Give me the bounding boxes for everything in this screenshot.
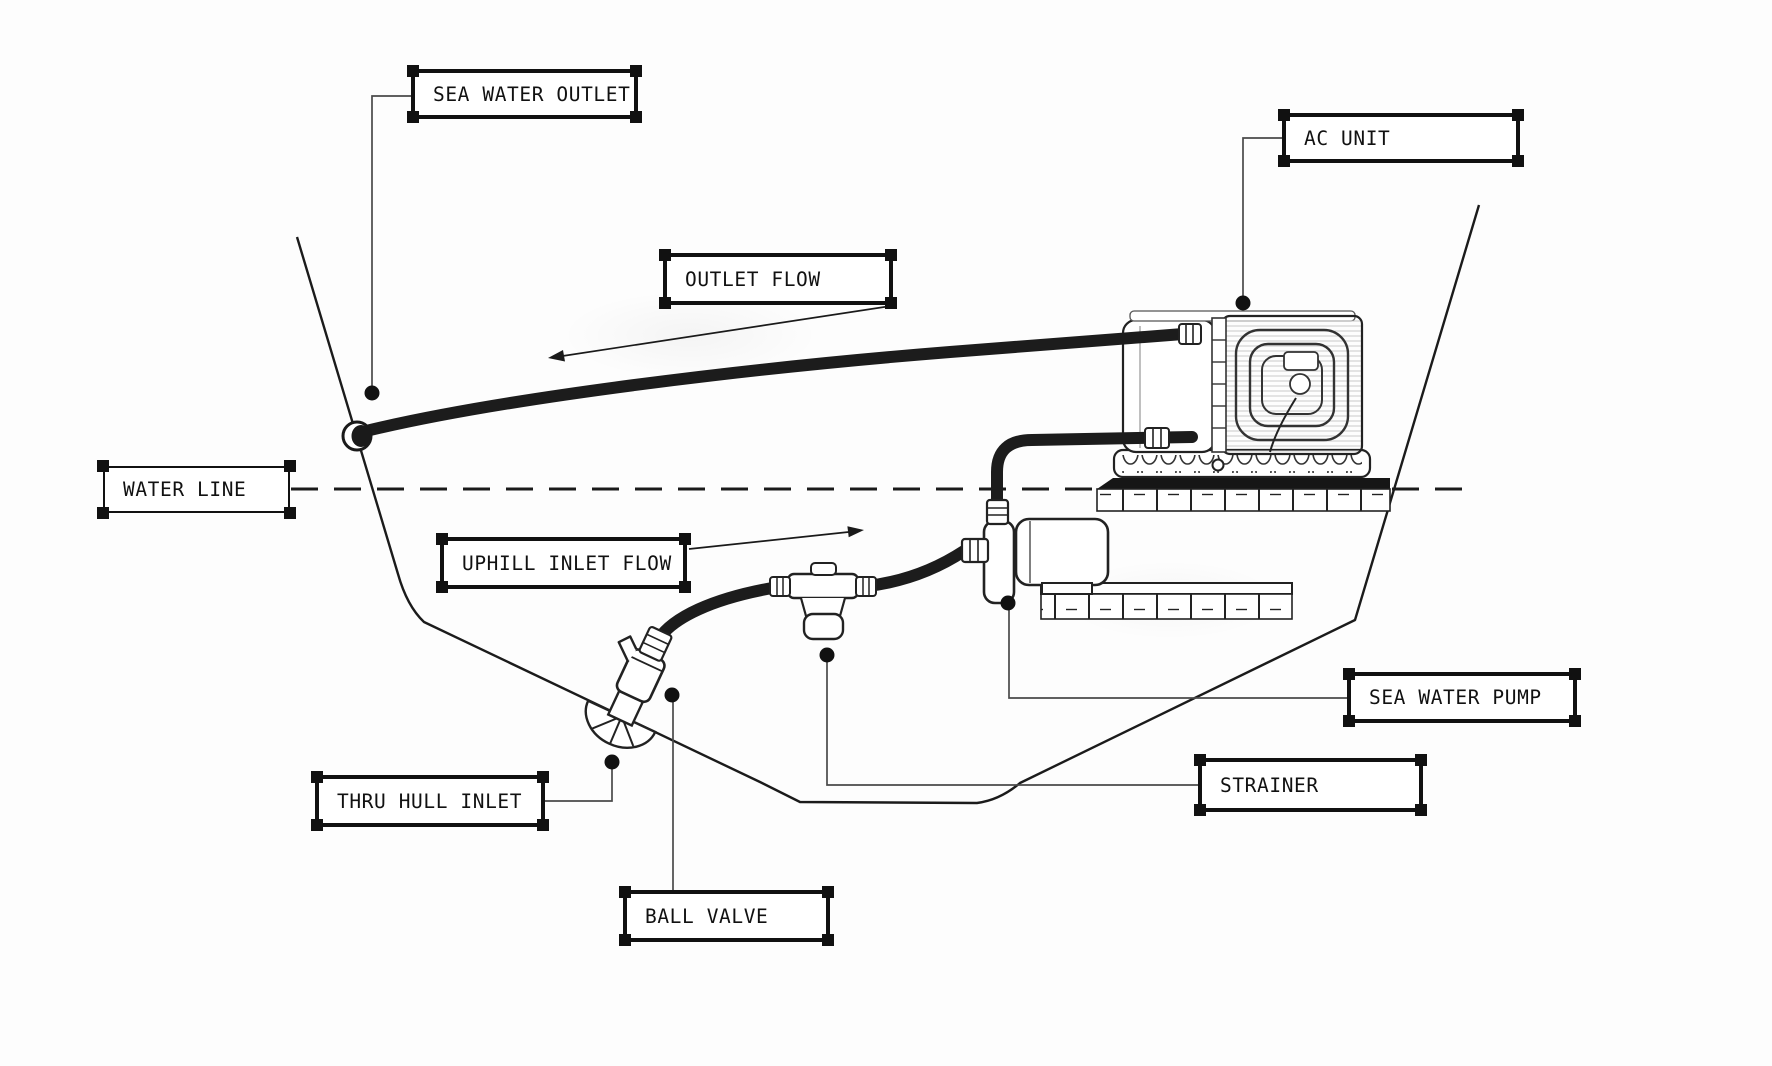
label-strainer: STRAINER — [1194, 754, 1427, 816]
corner-handle — [1415, 754, 1427, 766]
corner-handle — [284, 507, 296, 519]
leader-sea-water-outlet — [371, 95, 411, 390]
corner-handle — [679, 533, 691, 545]
corner-handle — [659, 297, 671, 309]
corner-handle — [311, 771, 323, 783]
corner-handle — [822, 934, 834, 946]
leader-dot — [1235, 295, 1251, 311]
corner-handle — [630, 111, 642, 123]
corner-handle — [407, 111, 419, 123]
corner-handle — [1194, 754, 1206, 766]
corner-handle — [1569, 668, 1581, 680]
corner-handle — [619, 886, 631, 898]
corner-handle — [1343, 668, 1355, 680]
label-text: THRU HULL INLET — [337, 789, 523, 813]
hose-strainer-to-pump — [862, 545, 970, 592]
corner-handle — [407, 65, 419, 77]
corner-handle — [1278, 155, 1290, 167]
hose-collar-pump-to-ac — [1144, 427, 1170, 449]
corner-handle — [1194, 804, 1206, 816]
corner-handle — [619, 934, 631, 946]
label-text: UPHILL INLET FLOW — [462, 551, 672, 575]
ac-platform-shelf — [1096, 478, 1391, 512]
pump-platform-shelf — [1040, 582, 1293, 620]
corner-handle — [436, 581, 448, 593]
leader-strainer — [826, 659, 1198, 786]
leader-dots — [364, 295, 1251, 770]
leader-lines — [371, 95, 1347, 890]
thru-hull-scoop-drawing — [584, 699, 657, 749]
label-thru-hull-inlet: THRU HULL INLET — [311, 771, 549, 831]
corner-handle — [284, 460, 296, 472]
label-text: STRAINER — [1220, 773, 1319, 797]
leader-dot — [364, 385, 380, 401]
flow-arrow-right — [688, 526, 864, 550]
corner-handle — [311, 819, 323, 831]
leader-dot — [604, 754, 620, 770]
leader-dot — [1000, 595, 1016, 611]
leader-thru-hull-inlet — [545, 766, 613, 802]
label-water-line: WATER LINE — [97, 460, 296, 519]
label-text: BALL VALVE — [645, 904, 769, 928]
corner-handle — [885, 249, 897, 261]
label-text: WATER LINE — [123, 478, 247, 501]
outlet-thru-hull-fitting — [341, 420, 373, 452]
hose-outlet — [356, 328, 1189, 438]
corner-handle — [537, 771, 549, 783]
boat-hull-outline — [295, 204, 1481, 805]
label-text: OUTLET FLOW — [685, 267, 821, 291]
ball-valve-drawing — [584, 625, 673, 749]
leader-sea-water-pump — [1008, 607, 1347, 699]
sea-water-pump-drawing — [960, 498, 1110, 605]
corner-handle — [436, 533, 448, 545]
corner-handle — [97, 507, 109, 519]
corner-handle — [1343, 715, 1355, 727]
label-text: AC UNIT — [1304, 126, 1391, 150]
corner-handle — [679, 581, 691, 593]
label-uphill-inlet-flow: UPHILL INLET FLOW — [436, 533, 691, 593]
ac-unit-drawing — [1112, 310, 1372, 479]
label-text: SEA WATER OUTLET — [433, 82, 631, 106]
corner-handle — [659, 249, 671, 261]
corner-handle — [97, 460, 109, 472]
corner-handle — [537, 819, 549, 831]
corner-handle — [822, 886, 834, 898]
corner-handle — [1278, 109, 1290, 121]
label-text: SEA WATER PUMP — [1369, 686, 1542, 709]
label-sea-water-pump: SEA WATER PUMP — [1343, 668, 1581, 727]
label-ac-unit: AC UNIT — [1278, 109, 1524, 167]
strainer-drawing — [769, 562, 877, 641]
leader-dot — [819, 647, 835, 663]
label-sea-water-outlet: SEA WATER OUTLET — [407, 65, 642, 123]
corner-handle — [885, 297, 897, 309]
corner-handle — [1415, 804, 1427, 816]
hose-pump-to-ac — [991, 431, 1198, 515]
label-ball-valve: BALL VALVE — [619, 886, 834, 946]
hose-valve-to-strainer — [652, 581, 784, 646]
corner-handle — [630, 65, 642, 77]
corner-handle — [1512, 155, 1524, 167]
leader-dot — [664, 687, 680, 703]
leader-ac-unit — [1242, 137, 1282, 300]
flow-arrow-left — [548, 305, 892, 362]
corner-handle — [1569, 715, 1581, 727]
label-outlet-flow: OUTLET FLOW — [659, 249, 897, 309]
corner-handle — [1512, 109, 1524, 121]
hose-barb-ac-outlet — [1178, 323, 1202, 345]
